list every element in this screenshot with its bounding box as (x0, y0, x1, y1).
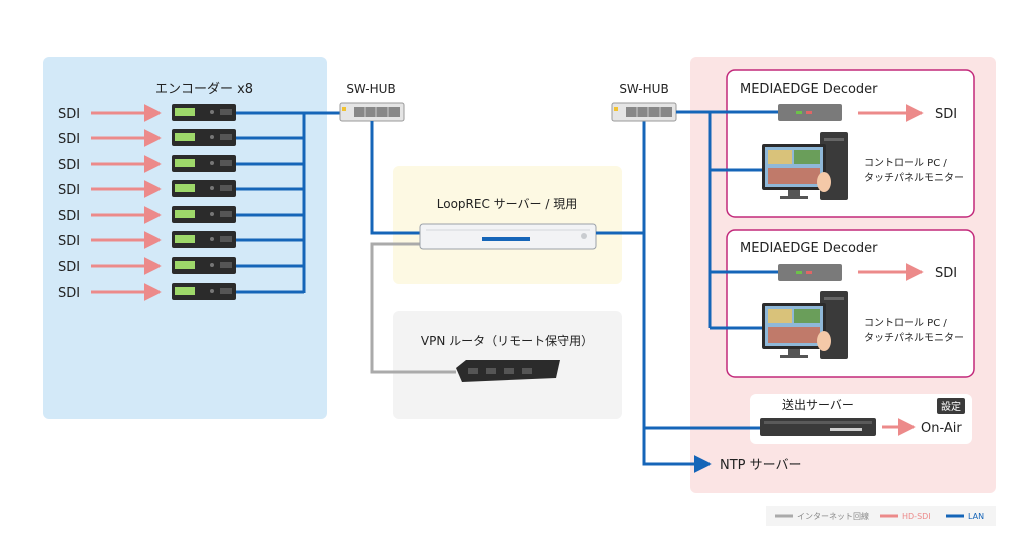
sdi-input-label: SDI (58, 107, 80, 122)
legend: インターネット回線 HD-SDI LAN (766, 506, 996, 526)
hub-left-label: SW-HUB (346, 82, 395, 96)
legend-internet: インターネット回線 (797, 511, 869, 521)
encoder-device (172, 206, 236, 223)
encoder-row-6: SDI (58, 231, 236, 249)
hub-right-label: SW-HUB (619, 82, 668, 96)
encoder-device (172, 180, 236, 197)
vpn-router-device (456, 360, 560, 382)
sender-badge-label: 設定 (941, 400, 961, 413)
decoder2-sdi-label: SDI (935, 266, 957, 281)
sdi-input-label: SDI (58, 260, 80, 275)
sender-server-device (760, 418, 876, 436)
lan-hub-to-server (370, 121, 420, 235)
sdi-input-label: SDI (58, 158, 80, 173)
legend-hdsdi: HD-SDI (902, 512, 931, 521)
encoder-device (172, 155, 236, 172)
encoder-row-1: SDI (58, 104, 236, 122)
decoder1-pc-label-2: タッチパネルモニター (864, 172, 964, 184)
encoder-device (172, 104, 236, 121)
sender-onair-label: On-Air (921, 421, 962, 436)
decoder1-pc-label-1: コントロール PC / (864, 158, 947, 169)
encoder-row-4: SDI (58, 180, 236, 198)
hub-left-device (339, 102, 405, 122)
encoder-lan-wiring (236, 111, 340, 294)
sender-badge (937, 398, 965, 414)
sdi-input-label: SDI (58, 209, 80, 224)
server-label: LoopREC サーバー / 現用 (437, 197, 577, 211)
encoder-row-5: SDI (58, 206, 236, 224)
encoder-row-8: SDI (58, 283, 236, 301)
sender-title: 送出サーバー (782, 397, 854, 412)
internet-line (370, 242, 456, 374)
encoder-device (172, 231, 236, 248)
sdi-input-label: SDI (58, 286, 80, 301)
sdi-input-label: SDI (58, 234, 80, 249)
vpn-label: VPN ルータ（リモート保守用） (421, 334, 593, 348)
decoder2-device (778, 264, 842, 281)
decoder2-pc-label-2: タッチパネルモニター (864, 332, 964, 344)
encoder-row-3: SDI (58, 155, 236, 173)
encoder-row-7: SDI (58, 257, 236, 275)
encoder-title: エンコーダー x8 (155, 82, 253, 97)
decoder2-title: MEDIAEDGE Decoder (740, 241, 878, 256)
legend-lan: LAN (968, 512, 984, 521)
server-device (419, 223, 597, 250)
encoder-rows: SDI SDI SDI (58, 104, 236, 301)
encoder-device (172, 257, 236, 274)
encoder-device (172, 283, 236, 300)
sdi-input-label: SDI (58, 183, 80, 198)
decoder1-title: MEDIAEDGE Decoder (740, 82, 878, 97)
encoder-device (172, 129, 236, 146)
decoder1-sdi-label: SDI (935, 107, 957, 122)
lan-to-ntp-arrow (642, 428, 712, 473)
sdi-input-label: SDI (58, 132, 80, 147)
decoder2-pc-icon (762, 291, 848, 359)
decoder-lan-wiring (642, 110, 778, 430)
decoder1-device (778, 104, 842, 121)
ntp-label: NTP サーバー (720, 458, 802, 473)
decoder1-pc-icon (762, 132, 848, 200)
encoder-row-2: SDI (58, 129, 236, 147)
decoder2-pc-label-1: コントロール PC / (864, 318, 947, 329)
hub-right-device (611, 102, 677, 122)
